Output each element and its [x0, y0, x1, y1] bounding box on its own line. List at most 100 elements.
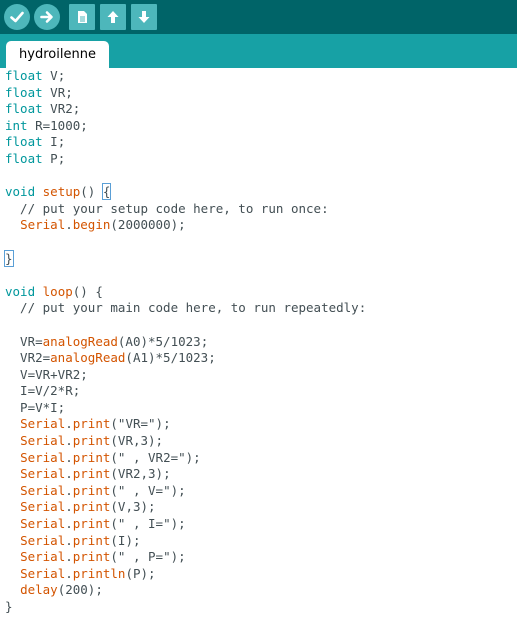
- code-token: VR2;: [42, 101, 81, 117]
- code-line: Serial.print(" , VR2=");: [5, 450, 366, 467]
- text-caret: [12, 250, 14, 265]
- code-token: .: [65, 482, 73, 498]
- code-token: [5, 416, 20, 431]
- code-token: .: [65, 565, 73, 581]
- code-token: (200);: [57, 582, 103, 598]
- code-token: float: [5, 101, 43, 117]
- code-token: Serial: [20, 549, 66, 565]
- code-token: [5, 566, 20, 581]
- code-token: .: [65, 516, 73, 532]
- code-token: print: [72, 532, 111, 548]
- code-token: print: [72, 499, 111, 515]
- code-token: (" , P=");: [110, 549, 186, 565]
- code-line: float V;: [5, 68, 366, 85]
- code-token: (" , VR2=");: [110, 449, 201, 465]
- code-line: [5, 168, 366, 185]
- code-token: print: [72, 549, 111, 565]
- code-token: // put your setup code here, to run once…: [5, 200, 329, 216]
- code-token: Serial: [20, 499, 66, 515]
- code-token: (A1)*5/1023;: [125, 350, 216, 366]
- code-line: Serial.print("VR=");: [5, 416, 366, 433]
- code-line: [5, 234, 366, 251]
- code-line: VR=analogRead(A0)*5/1023;: [5, 334, 366, 351]
- code-token: }: [4, 249, 14, 267]
- code-token: VR;: [42, 84, 73, 100]
- toolbar: [0, 0, 517, 34]
- code-line: }: [5, 599, 366, 616]
- code-token: Serial: [20, 466, 66, 482]
- code-token: loop: [42, 283, 73, 299]
- save-button[interactable]: [131, 4, 157, 30]
- code-line: int R=1000;: [5, 118, 366, 135]
- new-button[interactable]: [69, 4, 95, 30]
- code-line: V=VR+VR2;: [5, 367, 366, 384]
- code-token: .: [65, 433, 73, 449]
- tab-hydroilenne[interactable]: hydroilenne: [6, 41, 109, 68]
- code-token: [5, 217, 20, 232]
- code-token: VR2=: [5, 350, 51, 366]
- code-line: Serial.print(" , I=");: [5, 516, 366, 533]
- code-token: V=VR+VR2;: [5, 366, 88, 382]
- code-token: (" , I=");: [110, 516, 186, 532]
- code-token: [5, 549, 20, 564]
- code-text[interactable]: float V;float VR;float VR2;int R=1000;fl…: [4, 68, 366, 616]
- code-token: [5, 499, 20, 514]
- code-line: Serial.print(VR,3);: [5, 433, 366, 450]
- code-token: analogRead: [42, 333, 118, 349]
- open-button[interactable]: [100, 4, 126, 30]
- code-token: Serial: [20, 433, 66, 449]
- code-token: float: [5, 84, 43, 100]
- code-token: (): [80, 184, 103, 200]
- code-token: .: [65, 449, 73, 465]
- code-token: {: [101, 183, 112, 201]
- code-token: [5, 533, 20, 548]
- code-token: delay: [20, 582, 58, 598]
- code-token: print: [72, 416, 111, 432]
- code-token: .: [65, 499, 73, 515]
- code-line: Serial.print(" , V=");: [5, 483, 366, 500]
- code-token: .: [65, 217, 73, 233]
- code-line: P=V*I;: [5, 400, 366, 417]
- code-token: print: [72, 433, 111, 449]
- code-token: analogRead: [50, 350, 126, 366]
- code-line: I=V/2*R;: [5, 383, 366, 400]
- code-token: void: [5, 184, 36, 200]
- code-line: void setup() {: [5, 183, 366, 201]
- code-token: print: [72, 466, 111, 482]
- code-token: VR=: [5, 333, 43, 349]
- code-token: print: [72, 482, 111, 498]
- code-line: }: [4, 249, 366, 268]
- verify-button[interactable]: [4, 4, 30, 30]
- code-token: setup: [42, 184, 81, 200]
- code-token: P=V*I;: [5, 399, 66, 415]
- code-token: (P);: [125, 565, 156, 581]
- code-token: }: [5, 599, 13, 614]
- code-token: [5, 483, 20, 498]
- arrow-up-icon: [107, 11, 119, 23]
- code-token: I;: [42, 134, 66, 150]
- code-token: I=V/2*R;: [5, 383, 81, 399]
- code-token: float: [5, 68, 43, 83]
- code-token: Serial: [20, 482, 66, 498]
- code-line: VR2=analogRead(A1)*5/1023;: [5, 350, 366, 367]
- check-icon: [10, 11, 24, 23]
- code-line: float VR2;: [5, 101, 366, 118]
- code-line: Serial.println(P);: [5, 566, 366, 583]
- code-token: (A0)*5/1023;: [117, 333, 209, 349]
- code-line: Serial.print(" , P=");: [5, 549, 366, 566]
- code-token: .: [65, 532, 73, 548]
- code-token: [5, 450, 20, 465]
- code-token: print: [72, 449, 111, 465]
- upload-button[interactable]: [34, 4, 60, 30]
- code-line: Serial.print(V,3);: [5, 499, 366, 516]
- code-line: Serial.print(I);: [5, 533, 366, 550]
- code-token: R=1000;: [27, 117, 88, 133]
- code-token: Serial: [20, 565, 66, 581]
- code-editor[interactable]: float V;float VR;float VR2;int R=1000;fl…: [0, 68, 517, 628]
- code-token: Serial: [20, 217, 66, 233]
- code-line: float P;: [5, 151, 366, 168]
- code-token: (V,3);: [110, 499, 156, 515]
- code-line: Serial.begin(2000000);: [5, 217, 366, 234]
- code-token: Serial: [20, 449, 66, 465]
- code-token: Serial: [20, 516, 66, 532]
